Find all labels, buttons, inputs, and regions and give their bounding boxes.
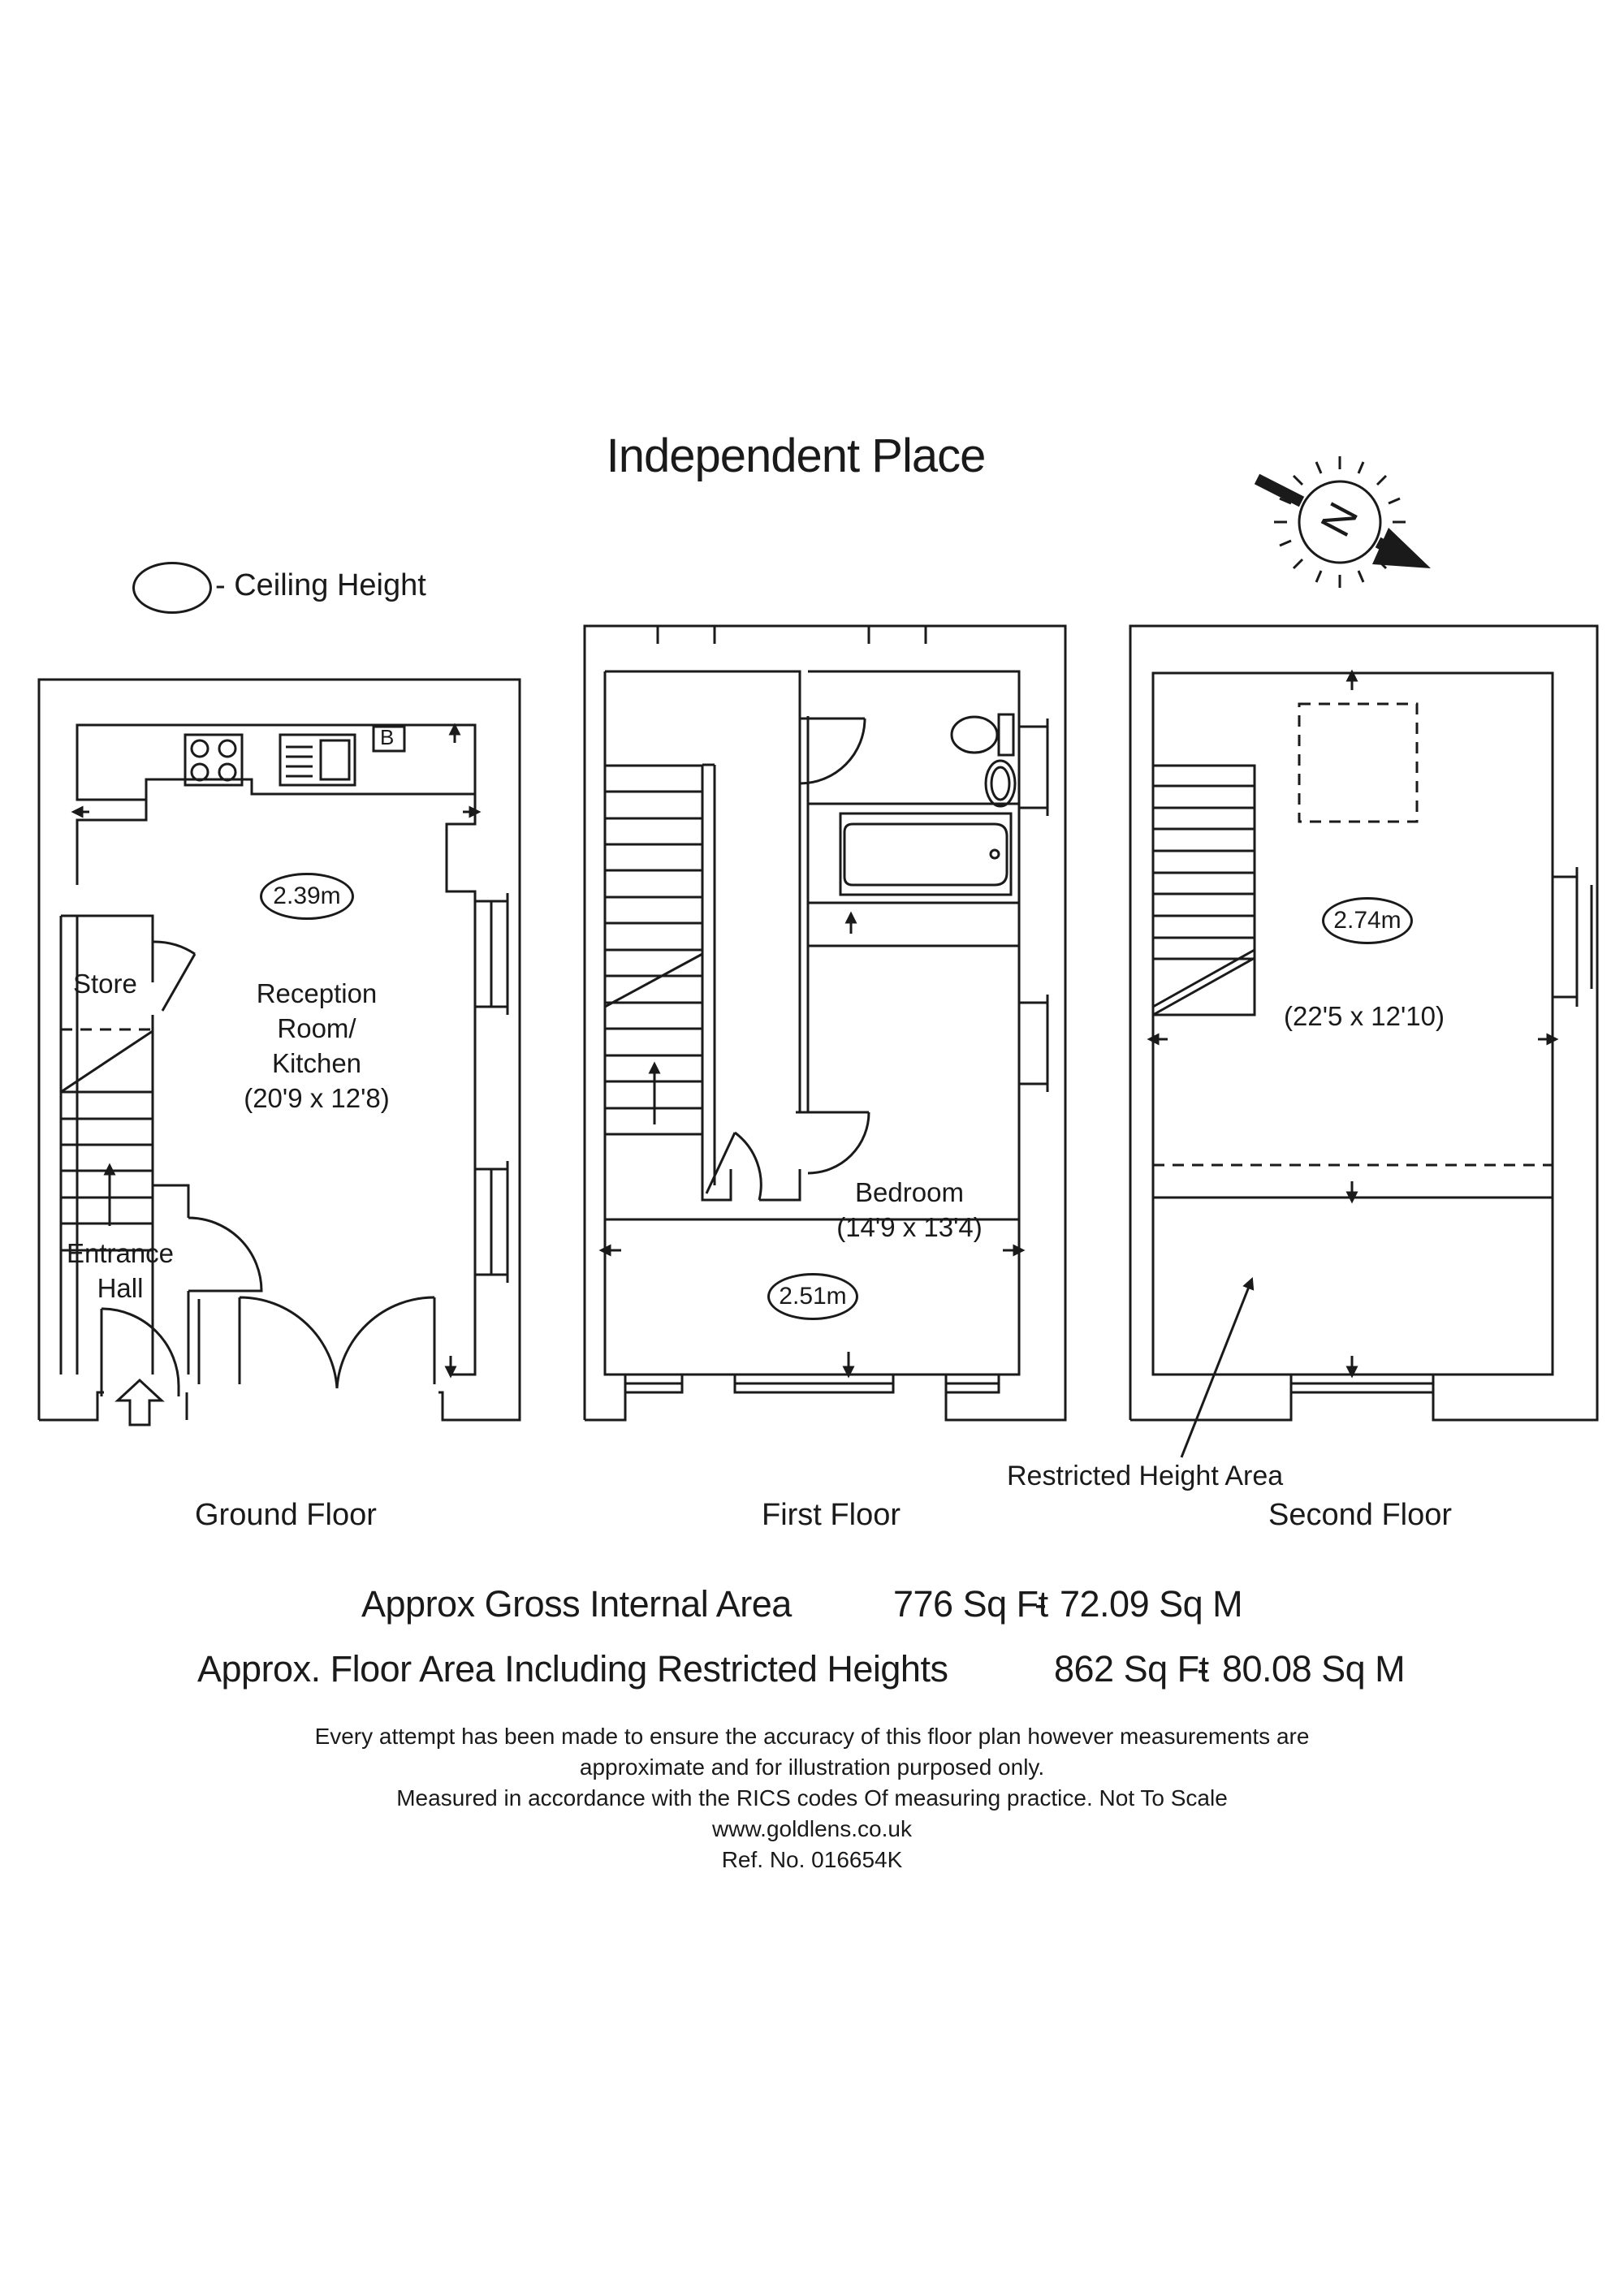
ground-windows <box>473 893 509 1283</box>
second-ceiling-height: 2.74m <box>1322 897 1413 944</box>
bedroom-label: Bedroom <box>855 1177 964 1207</box>
first-floor-name: First Floor <box>762 1498 901 1532</box>
ceiling-height-legend-label: - Ceiling Height <box>215 568 426 602</box>
reception-dims: (20'9 x 12'8) <box>244 1083 390 1113</box>
bathroom-walls <box>808 802 1019 947</box>
ground-floor-name: Ground Floor <box>195 1498 377 1532</box>
first-floor-plan <box>583 624 1067 1422</box>
kitchen-counter <box>77 725 477 801</box>
reception-label-1: Reception <box>256 978 378 1008</box>
entrance-label-1: Entrance <box>66 1238 175 1268</box>
disclaimer-line-3: Measured in accordance with the RICS cod… <box>396 1785 1228 1810</box>
restricted-height-callout <box>1180 1277 1255 1458</box>
first-ceiling-height: 2.51m <box>767 1273 858 1320</box>
restricted-area-sep: - <box>1197 1648 1209 1690</box>
sink <box>279 733 356 787</box>
first-landing-door <box>705 1131 762 1201</box>
basin <box>984 759 1017 808</box>
second-floor-name: Second Floor <box>1268 1498 1453 1532</box>
entrance-partition <box>151 1185 263 1375</box>
first-stairs <box>604 764 703 1136</box>
entrance-label-2: Hall <box>97 1273 144 1303</box>
boiler-label: B <box>380 725 395 749</box>
store-door <box>152 940 197 1012</box>
toilet <box>950 715 999 754</box>
first-bottom-windows <box>624 1373 1000 1394</box>
disclaimer-line-2: approximate and for illustration purpose… <box>579 1754 1045 1780</box>
gross-area-label: Approx Gross Internal Area <box>361 1583 792 1625</box>
bedroom-dims: (14'9 x 13'4) <box>836 1212 983 1242</box>
first-outer-wall <box>583 624 1067 1422</box>
patio-doors <box>238 1296 436 1389</box>
second-room-dims: (22'5 x 12'10) <box>1284 1001 1445 1031</box>
reference-number: Ref. No. 016654K <box>721 1847 903 1872</box>
ceiling-height-legend-symbol <box>132 562 212 614</box>
reception-label-3: Kitchen <box>271 1048 362 1078</box>
restricted-area-sqm: 80.08 Sq M <box>1222 1648 1406 1690</box>
bath <box>839 812 1013 896</box>
second-stairs <box>1152 764 1256 1016</box>
ground-floor-plan <box>37 678 521 1426</box>
front-door <box>100 1307 180 1396</box>
gross-area-sqm: 72.09 Sq M <box>1060 1583 1243 1625</box>
bedroom-door <box>807 1111 870 1175</box>
restricted-area-label: Approx. Floor Area Including Restricted … <box>197 1648 948 1690</box>
second-outer-wall <box>1129 624 1599 1422</box>
hob <box>184 733 244 787</box>
boiler-box <box>372 725 406 753</box>
plan-title: Independent Place <box>606 429 987 482</box>
store-label: Store <box>73 969 137 999</box>
compass-icon <box>1254 456 1431 588</box>
second-floor-plan <box>1129 624 1599 1458</box>
website-link[interactable]: www.goldlens.co.uk <box>712 1816 912 1841</box>
reception-label-2: Room/ <box>277 1013 356 1043</box>
restricted-area-sqft: 862 Sq Ft <box>1054 1648 1209 1690</box>
gross-area-sep: - <box>1034 1583 1047 1625</box>
gross-area-sqft: 776 Sq Ft <box>893 1583 1048 1625</box>
restricted-height-label: Restricted Height Area <box>1007 1461 1284 1491</box>
disclaimer: Every attempt has been made to ensure th… <box>0 1721 1624 1875</box>
bathroom-door <box>799 717 866 785</box>
ground-ceiling-height: 2.39m <box>260 873 354 920</box>
skylight <box>1298 702 1419 823</box>
disclaimer-line-1: Every attempt has been made to ensure th… <box>314 1724 1310 1749</box>
ground-stairs <box>60 1029 153 1252</box>
first-inner-wall <box>603 670 1021 1376</box>
entry-arrow <box>114 1378 165 1426</box>
